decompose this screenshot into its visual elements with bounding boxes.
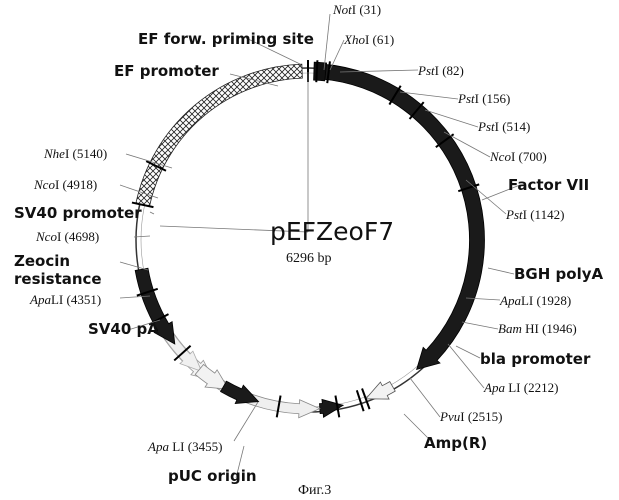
site-pst514: PstI (514) — [477, 119, 530, 134]
leader-line-12 — [462, 322, 498, 329]
site-pst1142: PstI (1142) — [505, 207, 564, 222]
leader-line-19 — [150, 212, 154, 214]
plasmid-size: 6296 bp — [286, 251, 332, 266]
label-ef-promoter: EF promoter — [114, 62, 219, 80]
site-nco4698: NcoI (4698) — [35, 229, 99, 244]
figure-caption: Фиг.3 — [298, 483, 331, 498]
site-xho1: XhoI (61) — [343, 32, 394, 47]
label-factor-vii: Factor VII — [508, 176, 589, 194]
bgh-polya-arrow — [366, 382, 395, 399]
label-bla-promoter: bla promoter — [480, 350, 591, 368]
site-tick-1 — [316, 60, 317, 82]
site-pst82: PstI (82) — [417, 63, 464, 78]
leader-line-15 — [234, 402, 258, 441]
site-nco4918: NcoI (4918) — [33, 177, 97, 192]
leader-line-20 — [120, 262, 148, 270]
site-apa2212: Apa LI (2212) — [483, 380, 558, 395]
sv40-pa-arrow — [221, 381, 259, 403]
site-apa3455: Apa LI (3455) — [147, 439, 222, 454]
site-not1: NotI (31) — [332, 2, 381, 17]
label-zeocin-resistance: resistance — [14, 270, 102, 288]
label-bgh-polya: BGH polyA — [514, 265, 603, 283]
leader-line-22 — [488, 268, 514, 274]
label-puc-origin: pUC origin — [168, 467, 257, 485]
label-sv40-promoter: SV40 promoter — [14, 204, 142, 222]
site-pst156: PstI (156) — [457, 91, 510, 106]
label-ampr: Amp(R) — [424, 434, 487, 452]
site-tick-8 — [357, 390, 364, 411]
site-nhe5140: NheI (5140) — [43, 146, 107, 161]
site-apa1928: ApaLI (1928) — [499, 293, 571, 308]
leader-line-14 — [410, 378, 440, 417]
label-ef-forw-priming-site: EF forw. priming site — [138, 30, 314, 48]
label-zeocin: Zeocin — [14, 252, 70, 270]
label-sv40-pa: SV40 pA — [88, 320, 159, 338]
leader-line-23 — [456, 346, 480, 358]
site-bam1946: Bam HI (1946) — [498, 321, 577, 336]
site-nco700: NcoI (700) — [489, 149, 547, 164]
site-pvu2515: PvuI (2515) — [439, 409, 502, 424]
site-apa4351: ApaLI (4351) — [29, 292, 101, 307]
plasmid-name: pEFZeoF7 — [270, 217, 394, 246]
